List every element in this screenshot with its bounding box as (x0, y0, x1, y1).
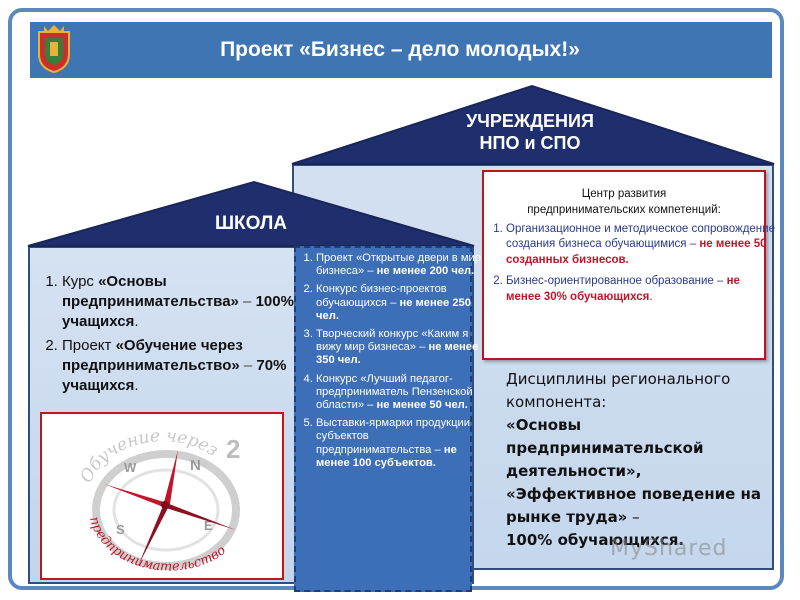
item-suffix: . (134, 313, 139, 330)
disciplines-separator: – (627, 508, 640, 526)
project-target: не менее 100 субъектов. (316, 443, 457, 469)
projects-list: Проект «Открытые двери в мир бизнеса» – … (300, 252, 484, 475)
competence-center-title: Центр развития предпринимательских компе… (482, 186, 766, 218)
center-item-text: Бизнес-ориентированное образование – (506, 275, 724, 288)
list-item: Конкурс бизнес-проектов обучающихся – не… (316, 283, 484, 323)
disciplines-result: 100% обучающихся. (506, 531, 685, 549)
disciplines-text: Дисциплины регионального компонента: «Ос… (506, 368, 768, 552)
compass-letter-e: E (204, 518, 213, 533)
list-item: Конкурс «Лучший педагог-предприниматель … (316, 373, 484, 413)
header-bar (30, 22, 772, 78)
project-target: не менее 50 чел. (376, 399, 468, 412)
compass-picture-frame (40, 412, 284, 580)
item-separator: – (238, 293, 256, 310)
item-bold: «Обучение через предпринимательство» (62, 337, 243, 374)
item-result: 70% учащихся (62, 357, 287, 394)
item-result: 100% учащихся (62, 293, 294, 330)
item-prefix: Проект (62, 337, 116, 354)
coat-of-arms-icon (38, 25, 70, 74)
school-list: Курс «Основы предпринимательства» – 100%… (36, 272, 318, 400)
disciplines-intro: Дисциплины регионального компонента: (506, 370, 731, 411)
item-prefix: Курс (62, 273, 99, 290)
competence-center-box (482, 170, 766, 360)
compass-number: 2 (226, 434, 240, 464)
list-item: Проект «Обучение через предпринимательст… (62, 336, 318, 396)
school-roof (27, 180, 475, 247)
project-target: не менее 200 чел. (376, 265, 475, 278)
competence-center-list: Организационное и методическое сопровожд… (490, 222, 776, 311)
item-bold: «Основы предпринимательства» (62, 273, 239, 310)
npo-label-line2: НПО и СПО (479, 133, 581, 153)
npo-roof (291, 84, 775, 165)
school-roof-label: ШКОЛА (214, 213, 288, 234)
projects-panel (294, 246, 472, 592)
npo-roof-label: УЧРЕЖДЕНИЯ НПО и СПО (440, 110, 620, 154)
compass-letter-w: W (124, 460, 137, 475)
compass-letter-n: N (190, 457, 201, 474)
center-title-line2: предпринимательских компетенций: (527, 204, 721, 216)
center-title-line1: Центр развития (581, 188, 667, 200)
center-item-suffix: . (649, 290, 653, 303)
list-item: Выставки-ярмарки продукции субъектов пре… (316, 417, 484, 470)
compass-letter-s: S (116, 522, 125, 537)
list-item: Бизнес-ориентированное образование – не … (506, 274, 776, 305)
list-item: Проект «Открытые двери в мир бизнеса» – … (316, 252, 484, 278)
project-text: Выставки-ярмарки продукции субъектов пре… (316, 417, 470, 456)
compass-needle-south (138, 504, 170, 566)
compass-illustration: Обучение через предпринимательство N E S… (76, 426, 240, 574)
discipline-1: «Основы предпринимательской деятельности… (506, 416, 704, 480)
compass-pivot (161, 501, 169, 509)
item-separator: – (239, 357, 257, 374)
center-item-target: не менее 30% обучающихся (506, 275, 740, 303)
item-suffix: . (134, 377, 139, 394)
project-text: Конкурс бизнес-проектов обучающихся – (316, 283, 447, 309)
project-text: Конкурс «Лучший педагог-предприниматель … (316, 372, 473, 412)
compass-needle-west (104, 484, 166, 508)
center-item-text: Организационное и методическое сопровожд… (506, 223, 775, 251)
page-title: Проект «Бизнес – дело молодых!» (220, 38, 580, 61)
project-target: не менее 250 чел. (316, 296, 471, 322)
project-target: не менее 350 чел. (316, 341, 479, 367)
project-text: Творческий конкурс «Каким я вижу мир биз… (316, 328, 469, 354)
list-item: Курс «Основы предпринимательства» – 100%… (62, 272, 318, 332)
npo-label-line1: УЧРЕЖДЕНИЯ (466, 111, 594, 131)
compass-needle-north (163, 450, 178, 506)
center-item-target: не менее 50 созданных бизнесов. (506, 238, 767, 266)
compass-needle-east (164, 502, 236, 530)
list-item: Организационное и методическое сопровожд… (506, 222, 776, 268)
project-text: Проект «Открытые двери в мир бизнеса» – (316, 252, 482, 278)
watermark: MyShared (610, 536, 728, 561)
list-item: Творческий конкурс «Каким я вижу мир биз… (316, 328, 484, 368)
discipline-2: «Эффективное поведение на рынке труда» (506, 485, 761, 526)
